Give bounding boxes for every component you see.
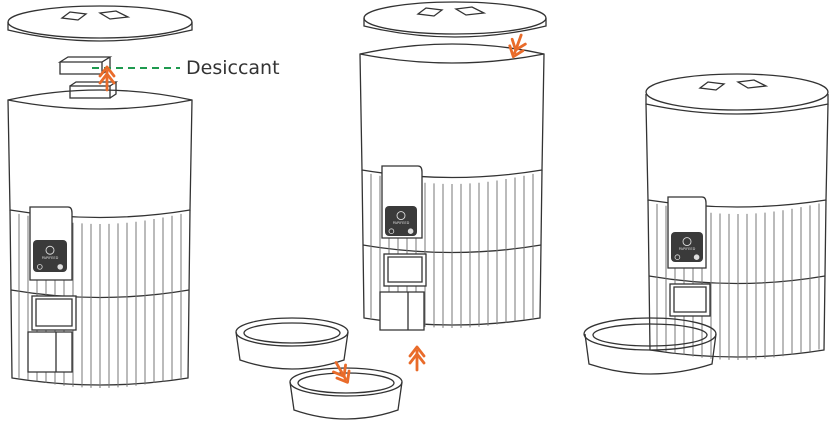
desiccant-box [57, 56, 119, 99]
desiccant-label: Desiccant [186, 57, 280, 79]
orange-arrow-icon [408, 345, 426, 372]
control-panel [385, 206, 417, 236]
paw-logo-icon [45, 245, 55, 255]
feed-button-icon[interactable] [693, 254, 700, 261]
bowl-lower [289, 367, 403, 420]
feed-button-icon[interactable] [407, 228, 414, 235]
feed-button-icon[interactable] [57, 264, 63, 270]
power-button-icon[interactable] [36, 264, 43, 270]
feeder-step-3: PAPIFEED [583, 73, 829, 375]
brand-text: PAPIFEED [42, 256, 59, 260]
lid [363, 1, 547, 38]
brand-text: PAPIFEED [393, 221, 410, 225]
feeder-step-2: PAPIFEED [235, 1, 547, 420]
power-button-icon[interactable] [388, 228, 395, 235]
paw-logo-icon [396, 211, 406, 221]
brand-text: PAPIFEED [679, 247, 696, 251]
bowl-attached [583, 317, 717, 375]
bowl-upper [235, 317, 349, 370]
orange-arrow-icon [505, 31, 530, 61]
control-panel [33, 240, 67, 272]
paw-logo-icon [682, 237, 692, 247]
feeder-step-1: PAPIFEED [7, 5, 193, 388]
control-panel [671, 232, 703, 262]
power-button-icon[interactable] [674, 254, 681, 261]
lid-removed [7, 5, 193, 42]
